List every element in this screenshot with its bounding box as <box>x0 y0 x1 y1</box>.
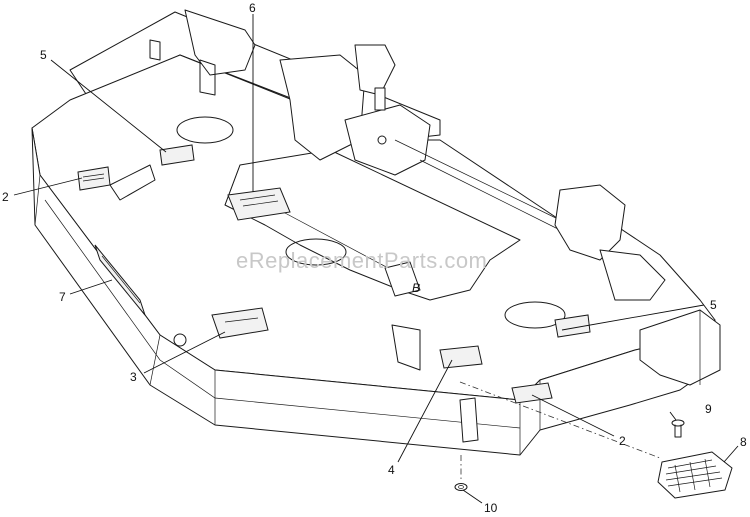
part-8-step-mat <box>657 451 733 499</box>
decal-center-6 <box>227 187 291 221</box>
callout-2-left: 2 <box>2 190 9 204</box>
decal-right-5 <box>554 314 591 338</box>
callout-9: 9 <box>705 402 712 416</box>
callout-2-right: 2 <box>619 434 626 448</box>
callout-3: 3 <box>130 370 137 384</box>
deck-brackets <box>109 164 479 443</box>
explode-line-8 <box>459 381 661 459</box>
part-9-bolt <box>671 419 685 438</box>
watermark: eReplacementParts.com <box>236 248 487 273</box>
callout-4: 4 <box>388 463 395 477</box>
part-10-nut <box>454 483 468 491</box>
callout-8: 8 <box>740 435 747 449</box>
decal-front-4 <box>439 345 483 369</box>
callout-7: 7 <box>59 290 66 304</box>
rear-frame-structure <box>149 9 666 301</box>
callout-10: 10 <box>484 501 498 515</box>
callout-6: 6 <box>249 1 256 15</box>
decal-right-2 <box>511 382 553 404</box>
callout-5-right: 5 <box>710 298 717 312</box>
decal-rear-5 <box>159 144 195 166</box>
leader-lines <box>13 14 739 504</box>
decal-left-front-3 <box>211 307 269 339</box>
deck-mark: B <box>412 281 420 295</box>
callout-5-top: 5 <box>40 48 47 62</box>
decal-side-strip-7 <box>94 244 146 316</box>
